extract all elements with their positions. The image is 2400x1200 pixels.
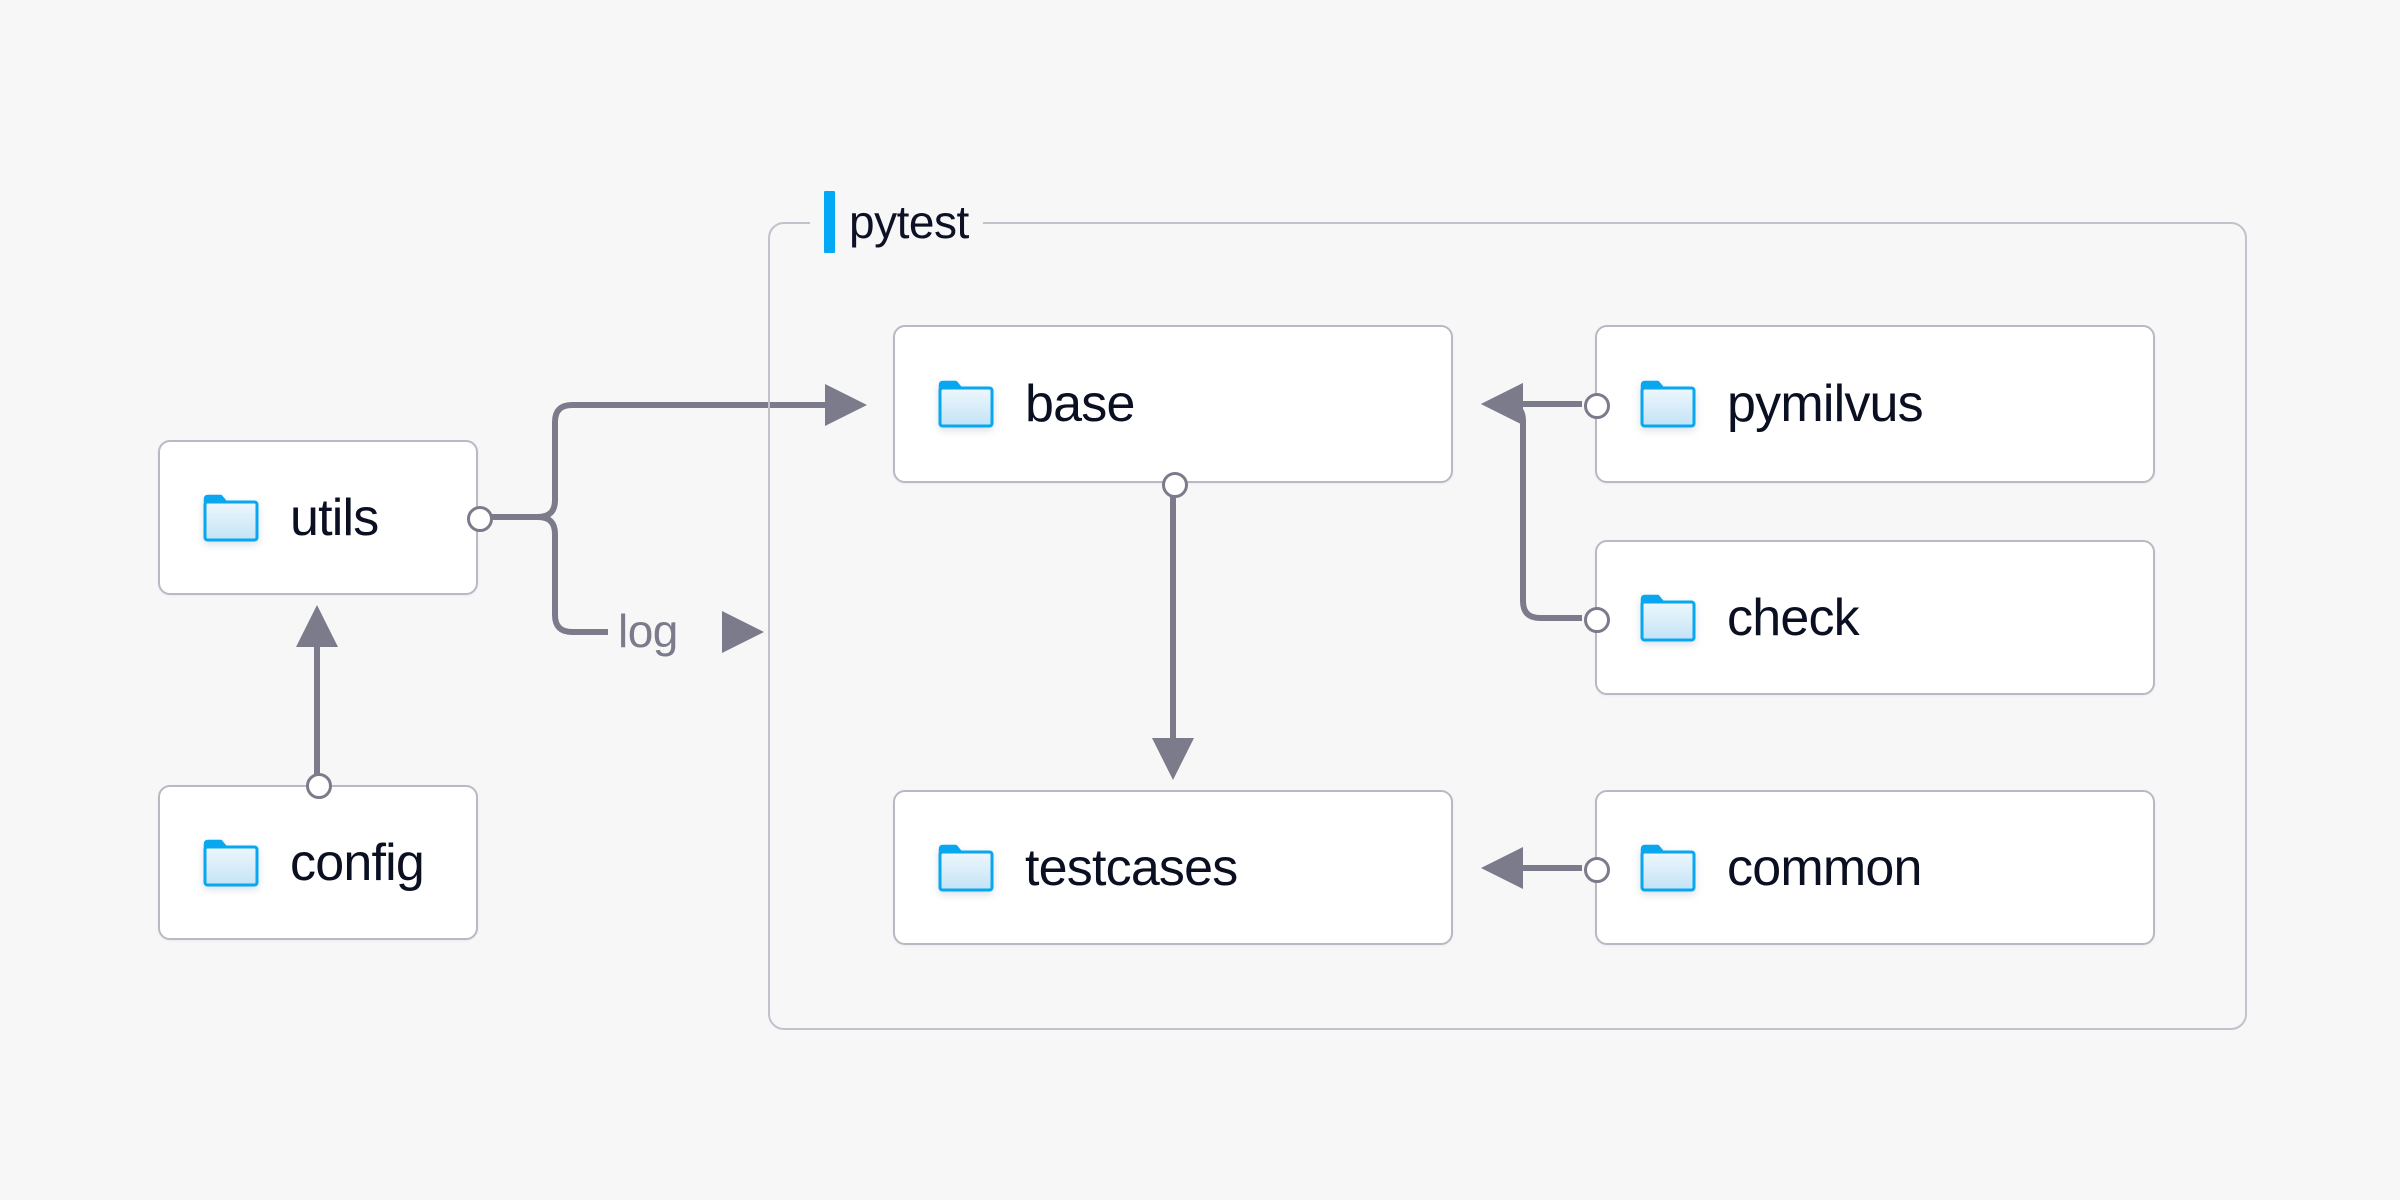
group-accent-bar xyxy=(824,191,835,253)
node-utils[interactable]: utils xyxy=(158,440,493,595)
edge-utils-to-log xyxy=(537,514,612,635)
node-check-label: check xyxy=(1727,588,1860,647)
edge-utils-to-base xyxy=(537,384,867,520)
folder-icon xyxy=(203,839,259,886)
folder-icon xyxy=(1640,380,1696,428)
node-config[interactable]: config xyxy=(158,773,478,940)
node-pymilvus-label: pymilvus xyxy=(1727,375,1924,433)
node-check-handle-left[interactable] xyxy=(1584,607,1610,633)
node-common-label: common xyxy=(1727,838,1922,897)
node-base-handle-bottom[interactable] xyxy=(1162,472,1188,498)
folder-icon xyxy=(1640,844,1696,891)
node-testcases[interactable]: testcases xyxy=(893,790,1453,945)
group-pytest[interactable] xyxy=(768,222,2247,1030)
node-config-handle-top[interactable] xyxy=(306,773,332,799)
folder-icon xyxy=(938,844,994,891)
group-pytest-label-text: pytest xyxy=(849,196,969,248)
node-pymilvus-handle-left[interactable] xyxy=(1584,393,1610,419)
node-base[interactable]: base xyxy=(893,325,1453,498)
node-common[interactable]: common xyxy=(1584,790,2155,945)
node-pymilvus[interactable]: pymilvus xyxy=(1584,325,2155,483)
folder-icon xyxy=(203,494,259,541)
edge-check-to-base xyxy=(1481,383,1582,621)
node-check[interactable]: check xyxy=(1584,540,2155,695)
node-common-handle-left[interactable] xyxy=(1584,857,1610,883)
group-pytest-label: pytest xyxy=(810,187,983,257)
node-utils-handle-right[interactable] xyxy=(467,506,493,532)
node-utils-label: utils xyxy=(290,488,379,547)
node-testcases-label: testcases xyxy=(1025,838,1238,897)
node-base-label: base xyxy=(1025,375,1135,433)
folder-icon xyxy=(938,380,994,428)
node-config-label: config xyxy=(290,833,425,892)
folder-icon xyxy=(1640,594,1696,641)
edge-label-log: log xyxy=(608,608,688,654)
